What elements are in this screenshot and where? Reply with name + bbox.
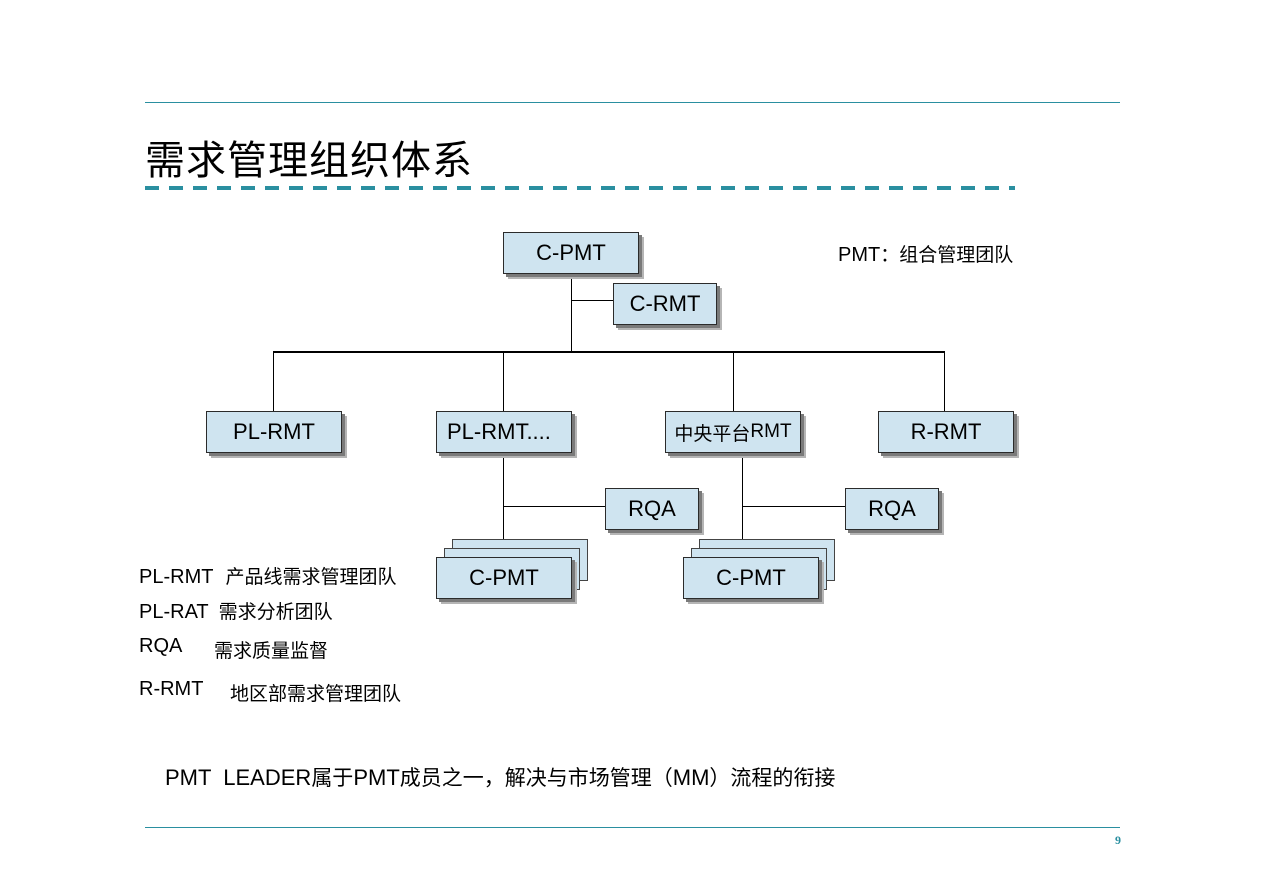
legend-desc: 需求分析团队 xyxy=(218,601,333,623)
legend-desc: 地区部需求管理团队 xyxy=(230,683,402,705)
node-label: PL-RMT xyxy=(233,419,315,444)
node-pl-rmt-more: PL-RMT.... xyxy=(436,411,572,453)
node-label: C-RMT xyxy=(629,291,701,316)
footnote: PMT LEADER属于PMT成员之一，解决与市场管理（MM）流程的衔接 xyxy=(165,762,835,792)
node-label-prefix: 中央平台 xyxy=(674,422,751,445)
top-rule xyxy=(145,102,1120,103)
footnote-part: MM xyxy=(672,765,710,790)
legend-desc: 需求质量监督 xyxy=(214,640,329,662)
node-pl-rmt: PL-RMT xyxy=(206,411,342,453)
legend-item: PL-RMT 产品线需求管理团队 xyxy=(139,562,396,589)
node-label-suffix: RMT xyxy=(750,421,792,442)
connector-right-rqa xyxy=(742,506,845,507)
node-c-rmt: C-RMT xyxy=(613,283,717,325)
legend-term: R-RMT xyxy=(139,678,204,700)
node-label: R-RMT xyxy=(910,419,982,444)
footnote-part: PMT xyxy=(353,765,400,790)
connector-root-down xyxy=(571,275,572,352)
connector-drop-4 xyxy=(944,352,945,412)
legend-item: PL-RAT 需求分析团队 xyxy=(139,597,333,624)
legend-item: RQA 需求质量监督 xyxy=(139,635,328,662)
pmt-note-sep: ： xyxy=(880,244,900,266)
node-label: PL-RMT.... xyxy=(447,419,551,444)
page-title: 需求管理组织体系 xyxy=(145,138,473,184)
node-c-pmt-right: C-PMT xyxy=(683,557,819,599)
connector-right-down xyxy=(742,454,743,541)
legend-item: R-RMT 地区部需求管理团队 xyxy=(139,678,401,705)
node-c-pmt-root: C-PMT xyxy=(503,232,639,274)
connector-root-side xyxy=(571,300,614,301)
legend-term: PL-RMT xyxy=(139,566,214,588)
node-c-pmt-left: C-PMT xyxy=(436,557,572,599)
connector-main-bar xyxy=(273,351,945,353)
connector-left-down xyxy=(503,454,504,541)
legend-term: PL-RAT xyxy=(139,601,209,623)
connector-drop-2 xyxy=(503,352,504,412)
legend-term: RQA xyxy=(139,635,183,657)
footnote-part: PMT LEADER xyxy=(165,765,312,790)
node-label: RQA xyxy=(868,496,916,521)
pmt-note-desc: 组合管理团队 xyxy=(899,244,1014,266)
node-r-rmt: R-RMT xyxy=(878,411,1014,453)
pmt-note: PMT：组合管理团队 xyxy=(838,240,1013,267)
node-label: C-PMT xyxy=(536,240,606,265)
footnote-part: 成员之一，解决与市场管理（ xyxy=(399,766,673,790)
node-rqa-right: RQA xyxy=(845,488,939,530)
connector-drop-3 xyxy=(733,352,734,412)
node-label: C-PMT xyxy=(469,565,539,590)
bottom-rule xyxy=(145,827,1120,828)
footnote-part: 属于 xyxy=(311,766,354,790)
title-dashed-underline xyxy=(145,186,1015,190)
node-rqa-left: RQA xyxy=(605,488,699,530)
footnote-part: ）流程的衔接 xyxy=(709,766,836,790)
pmt-note-term: PMT xyxy=(838,244,881,266)
connector-drop-1 xyxy=(273,352,274,412)
node-label: C-PMT xyxy=(716,565,786,590)
node-label: RQA xyxy=(628,496,676,521)
connector-left-rqa xyxy=(503,506,606,507)
legend-desc: 产品线需求管理团队 xyxy=(225,566,397,588)
page-number: 9 xyxy=(1115,833,1121,847)
